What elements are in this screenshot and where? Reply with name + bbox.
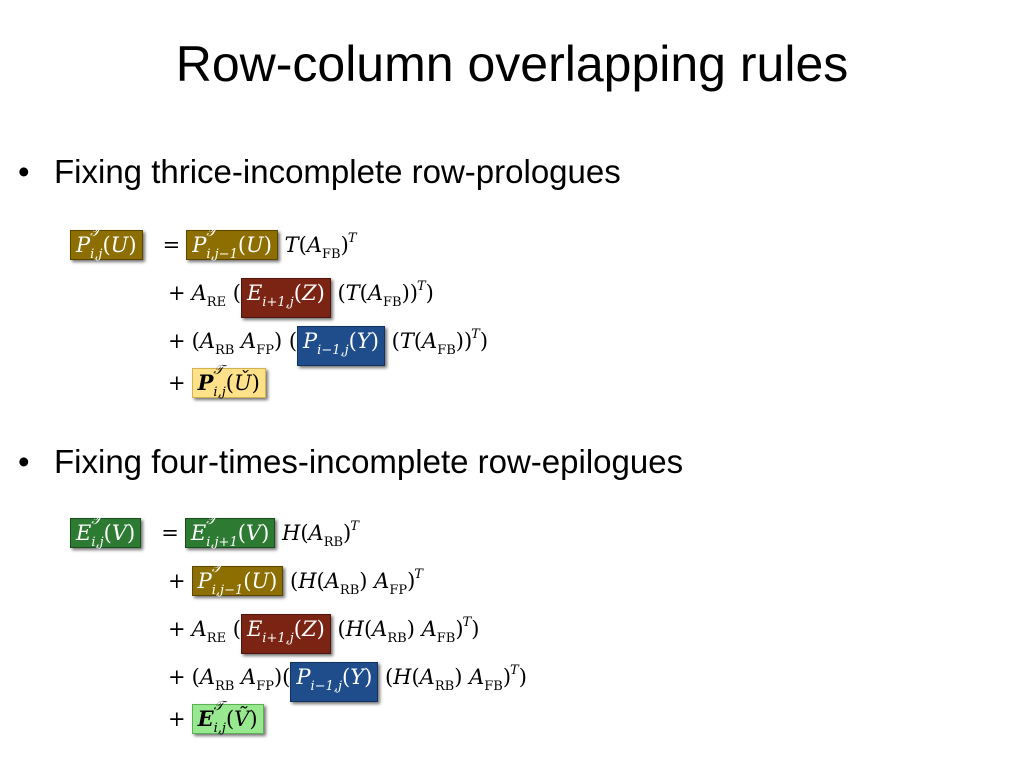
slide-title: Row-column overlapping rules bbox=[175, 36, 849, 92]
epilogue-term-p-row-box: Pi−1,j(Y) bbox=[290, 662, 379, 702]
prologue-line-2: +ARE (Ei+1,j(Z) (T(AFB))T) bbox=[168, 272, 434, 318]
bullet-prologues: • Fixing thrice-incomplete row-prologues bbox=[18, 152, 621, 192]
bullet-marker: • bbox=[18, 153, 30, 190]
epilogue-line-4: +(ARB AFP)(Pi−1,j(Y) (H(ARB) AFB)T) bbox=[168, 656, 527, 702]
bullet-marker: • bbox=[18, 443, 30, 480]
prologue-term-p-row-box: Pi−1,j(Y) bbox=[297, 326, 385, 366]
epilogue-line-3: +ARE (Ei+1,j(Z) (H(ARB) AFB)T) bbox=[168, 608, 479, 654]
bullet-text: Fixing four-times-incomplete row-epilogu… bbox=[54, 443, 684, 480]
prologue-term-e-box: Ei+1,j(Z) bbox=[240, 278, 331, 318]
bullet-text: Fixing thrice-incomplete row-prologues bbox=[54, 153, 621, 190]
epilogue-term-e-box: Ei+1,j(Z) bbox=[240, 614, 331, 654]
bullet-epilogues: • Fixing four-times-incomplete row-epilog… bbox=[18, 442, 683, 482]
prologue-line-3: +(ARB AFP) (Pi−1,j(Y) (T(AFB))T) bbox=[168, 320, 488, 366]
